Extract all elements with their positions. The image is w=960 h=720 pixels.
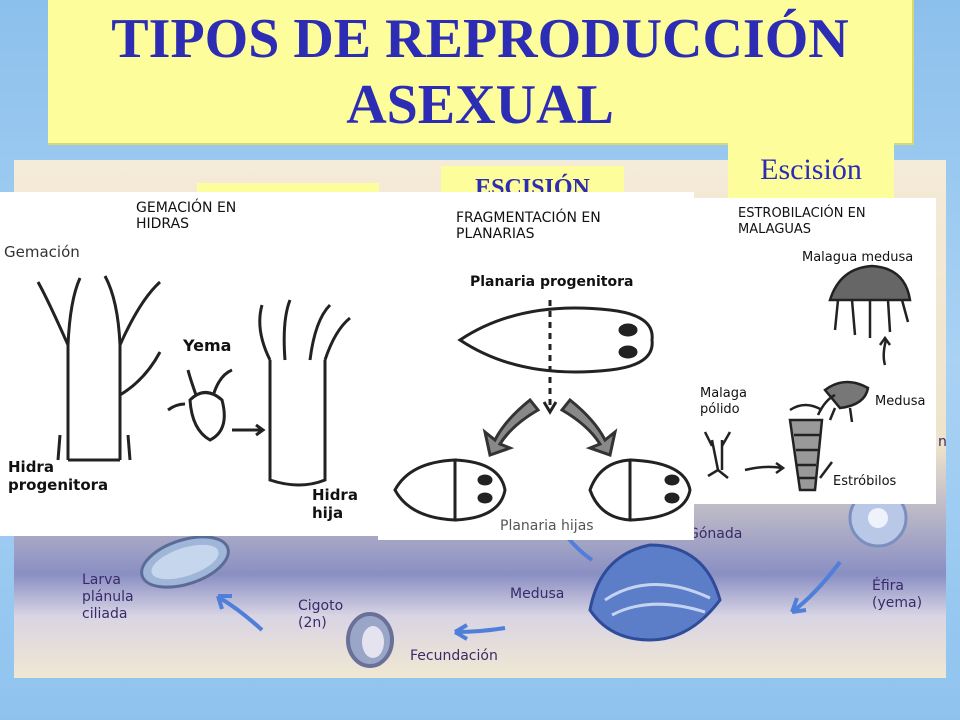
hidra-progenitora-label: Hidra progenitora (8, 458, 109, 494)
malaga-polido-label: Malaga pólido (700, 386, 747, 417)
gemacion-side-label: Gemación (4, 243, 80, 261)
gemacion-panel (0, 192, 380, 536)
estrobilacion-heading: ESTROBILACIÓN EN MALAGUAS (738, 206, 866, 237)
lifecycle-arrows (216, 536, 842, 641)
gemacion-heading: GEMACIÓN EN HIDRAS (136, 200, 237, 232)
estrobilos-label: Estróbilos (833, 474, 897, 489)
cigoto-drawing (346, 612, 394, 668)
title-box (48, 0, 914, 145)
yema-label: Yema (183, 336, 232, 355)
escision-label: Escisión (728, 142, 894, 198)
partial-n-label: n (938, 434, 947, 450)
medusa-label: Medusa (510, 586, 565, 602)
title-line-2: ASEXUAL (346, 74, 614, 136)
gonada-label: Gónada (688, 526, 743, 542)
cigoto-label: Cigoto (2n) (298, 598, 344, 631)
fecundacion-label: Fecundación (410, 648, 498, 664)
larva-drawing (140, 535, 230, 589)
fragmentacion-panel (378, 192, 694, 540)
title-line-1: TIPOS DE REPRODUCCIÓN (111, 8, 849, 70)
medusa-drawing (588, 543, 722, 642)
planaria-progenitora-label: Planaria progenitora (470, 274, 634, 290)
medusa-small-label: Medusa (875, 394, 926, 409)
planaria-hijas-label: Planaria hijas (500, 518, 594, 534)
malagua-medusa-label: Malagua medusa (802, 250, 914, 265)
fragmentacion-heading: FRAGMENTACIÓN EN PLANARIAS (456, 210, 601, 242)
efira-label: Éfira (yema) (872, 578, 923, 611)
page-title: TIPOS DE REPRODUCCIÓN ASEXUAL (48, 6, 912, 138)
hidra-hija-label: Hidra hija (312, 486, 358, 522)
larva-label: Larva plánula ciliada (82, 572, 134, 622)
